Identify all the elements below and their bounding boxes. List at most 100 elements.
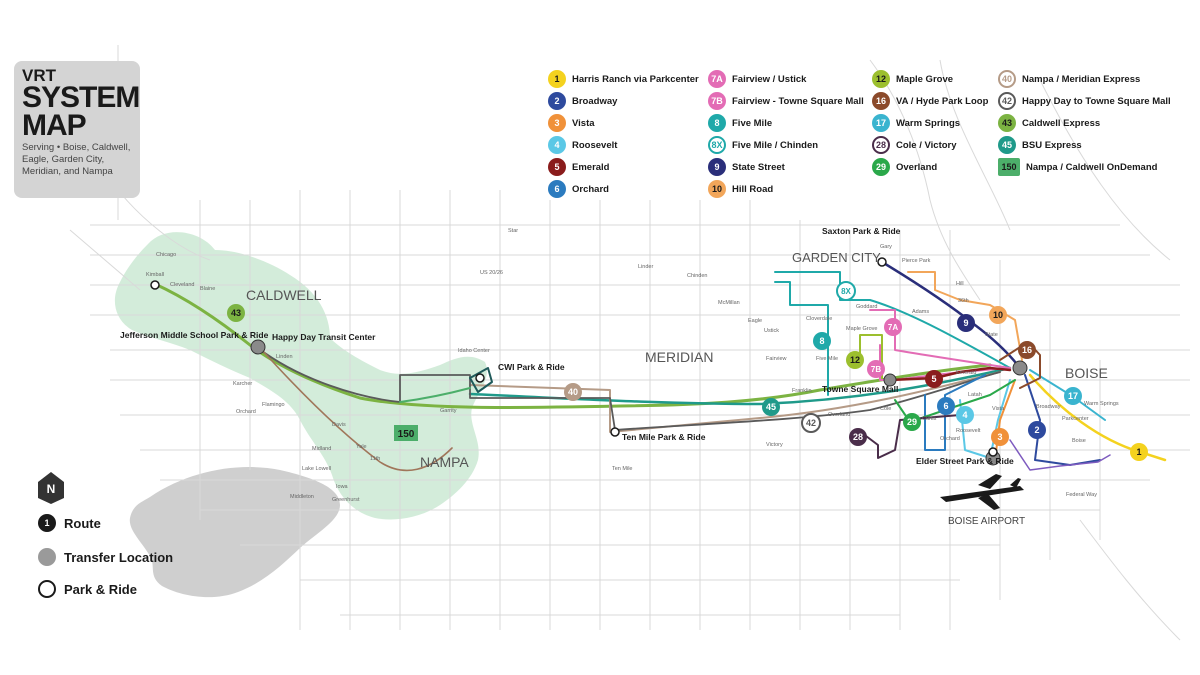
legend-badge-route-45: 45	[998, 136, 1016, 154]
street-goddard: Goddard	[856, 304, 877, 310]
lake-lowell	[129, 467, 340, 598]
street-cloverdale: Cloverdale	[806, 316, 832, 322]
map-title: SYSTEM MAP	[22, 81, 140, 142]
street-parkcenter: Parkcenter	[1062, 416, 1089, 422]
route-badge-4	[956, 406, 974, 424]
key-transfer-label: Transfer Location	[64, 549, 174, 565]
street-11th: 11th	[370, 456, 380, 462]
legend-label-route-150: Nampa / Caldwell OnDemand	[1026, 161, 1158, 173]
legend-label-route-29: Overland	[896, 161, 938, 173]
park-ride-saxton	[877, 257, 887, 267]
legend-badge-route-2: 2	[548, 92, 566, 110]
street-gary: Gary	[880, 244, 892, 250]
street-cleveland: Cleveland	[170, 282, 194, 288]
legend-label-route-40: Nampa / Meridian Express	[1022, 73, 1141, 85]
route-badges: 43 150 40 45 42 8 8X 12 7A 7B 9 10 16	[227, 281, 1148, 461]
route-purple-loop	[1009, 439, 1111, 471]
transfer-marker-happy-day	[250, 339, 266, 355]
label-jefferson-park-ride: Jefferson Middle School Park & Ride	[120, 330, 269, 340]
street-iowa: Iowa	[336, 484, 349, 490]
route-badge-5-label: 5	[931, 374, 936, 384]
route-badge-1	[1130, 443, 1148, 461]
legend-item-route-17[interactable]: 17 Warm Springs	[872, 114, 960, 132]
key-route-badge: 1	[38, 514, 56, 532]
route-6-line	[924, 374, 986, 451]
route-badge-8x	[836, 281, 856, 301]
route-badge-10	[989, 306, 1007, 324]
key-transfer-icon	[38, 548, 56, 566]
legend-item-route-8[interactable]: 8 Five Mile	[708, 114, 772, 132]
city-labels: CALDWELL MERIDIAN GARDEN CITY NAMPA BOIS…	[246, 250, 1108, 527]
route-badge-43-label: 43	[231, 308, 241, 318]
legend-label-route-5: Emerald	[572, 161, 610, 173]
legend-badge-route-8x: 8X	[708, 136, 726, 154]
route-8x-line	[774, 271, 1011, 369]
street-star: Star	[508, 228, 518, 234]
street-fairview: Fairview	[766, 356, 787, 362]
legend-item-route-40[interactable]: 40 Nampa / Meridian Express	[998, 70, 1140, 88]
legend-badge-route-40: 40	[998, 70, 1016, 88]
street-chinden: Chinden	[687, 273, 708, 279]
legend-label-route-7a: Fairview / Ustick	[732, 73, 807, 85]
street-kimball: Kimball	[146, 272, 164, 278]
route-badge-16-label: 16	[1022, 345, 1032, 355]
legend-label-route-1: Harris Ranch via Parkcenter	[572, 73, 699, 85]
legend-badge-route-17: 17	[872, 114, 890, 132]
route-40-line	[469, 371, 1001, 433]
legend-label-route-8: Five Mile	[732, 117, 773, 129]
route-badge-3	[991, 428, 1009, 446]
street-franklin: Franklin	[792, 388, 812, 394]
legend-label-route-3: Vista	[572, 117, 595, 129]
map-subtitle: Serving • Boise, Caldwell, Eagle, Garden…	[22, 142, 131, 177]
legend-label-route-9: State Street	[732, 161, 785, 173]
street-yale: Yale	[356, 444, 367, 450]
map-key: N 1 Route Transfer Location Park & Ride	[38, 472, 238, 612]
key-route: 1 Route	[38, 514, 101, 532]
street-roosevelt: Roosevelt	[956, 428, 981, 434]
legend-badge-route-8: 8	[708, 114, 726, 132]
legend-label-route-43: Caldwell Express	[1022, 117, 1101, 129]
legend-item-route-7a[interactable]: 7A Fairview / Ustick	[708, 70, 806, 88]
street-eagle: Eagle	[748, 318, 762, 324]
legend-label-route-17: Warm Springs	[896, 117, 961, 129]
legend-badge-route-10: 10	[708, 180, 726, 198]
street-ten-mile: Ten Mile	[612, 466, 632, 472]
route-badge-42	[801, 413, 821, 433]
route-badge-7a	[884, 318, 902, 336]
street-curtis: Curtis	[922, 416, 937, 422]
street-us-20-26: US 20/26	[480, 270, 503, 276]
route-badge-6	[937, 397, 955, 415]
park-ride-cwi	[475, 373, 485, 383]
legend-badge-route-12: 12	[872, 70, 890, 88]
street-lake-lowell: Lake Lowell	[302, 466, 331, 472]
street-linder: Linder	[638, 264, 653, 270]
north-arrow: N	[38, 472, 64, 504]
legend-badge-route-7a: 7A	[708, 70, 726, 88]
key-park-ride-icon	[38, 580, 56, 598]
key-transfer: Transfer Location	[38, 548, 173, 566]
street-orchard-boise: Orchard	[940, 436, 960, 442]
route-badge-28-label: 28	[853, 432, 863, 442]
park-ride-ten-mile	[610, 427, 620, 437]
route-7a-line	[869, 309, 1011, 369]
route-badge-7b	[867, 360, 885, 378]
